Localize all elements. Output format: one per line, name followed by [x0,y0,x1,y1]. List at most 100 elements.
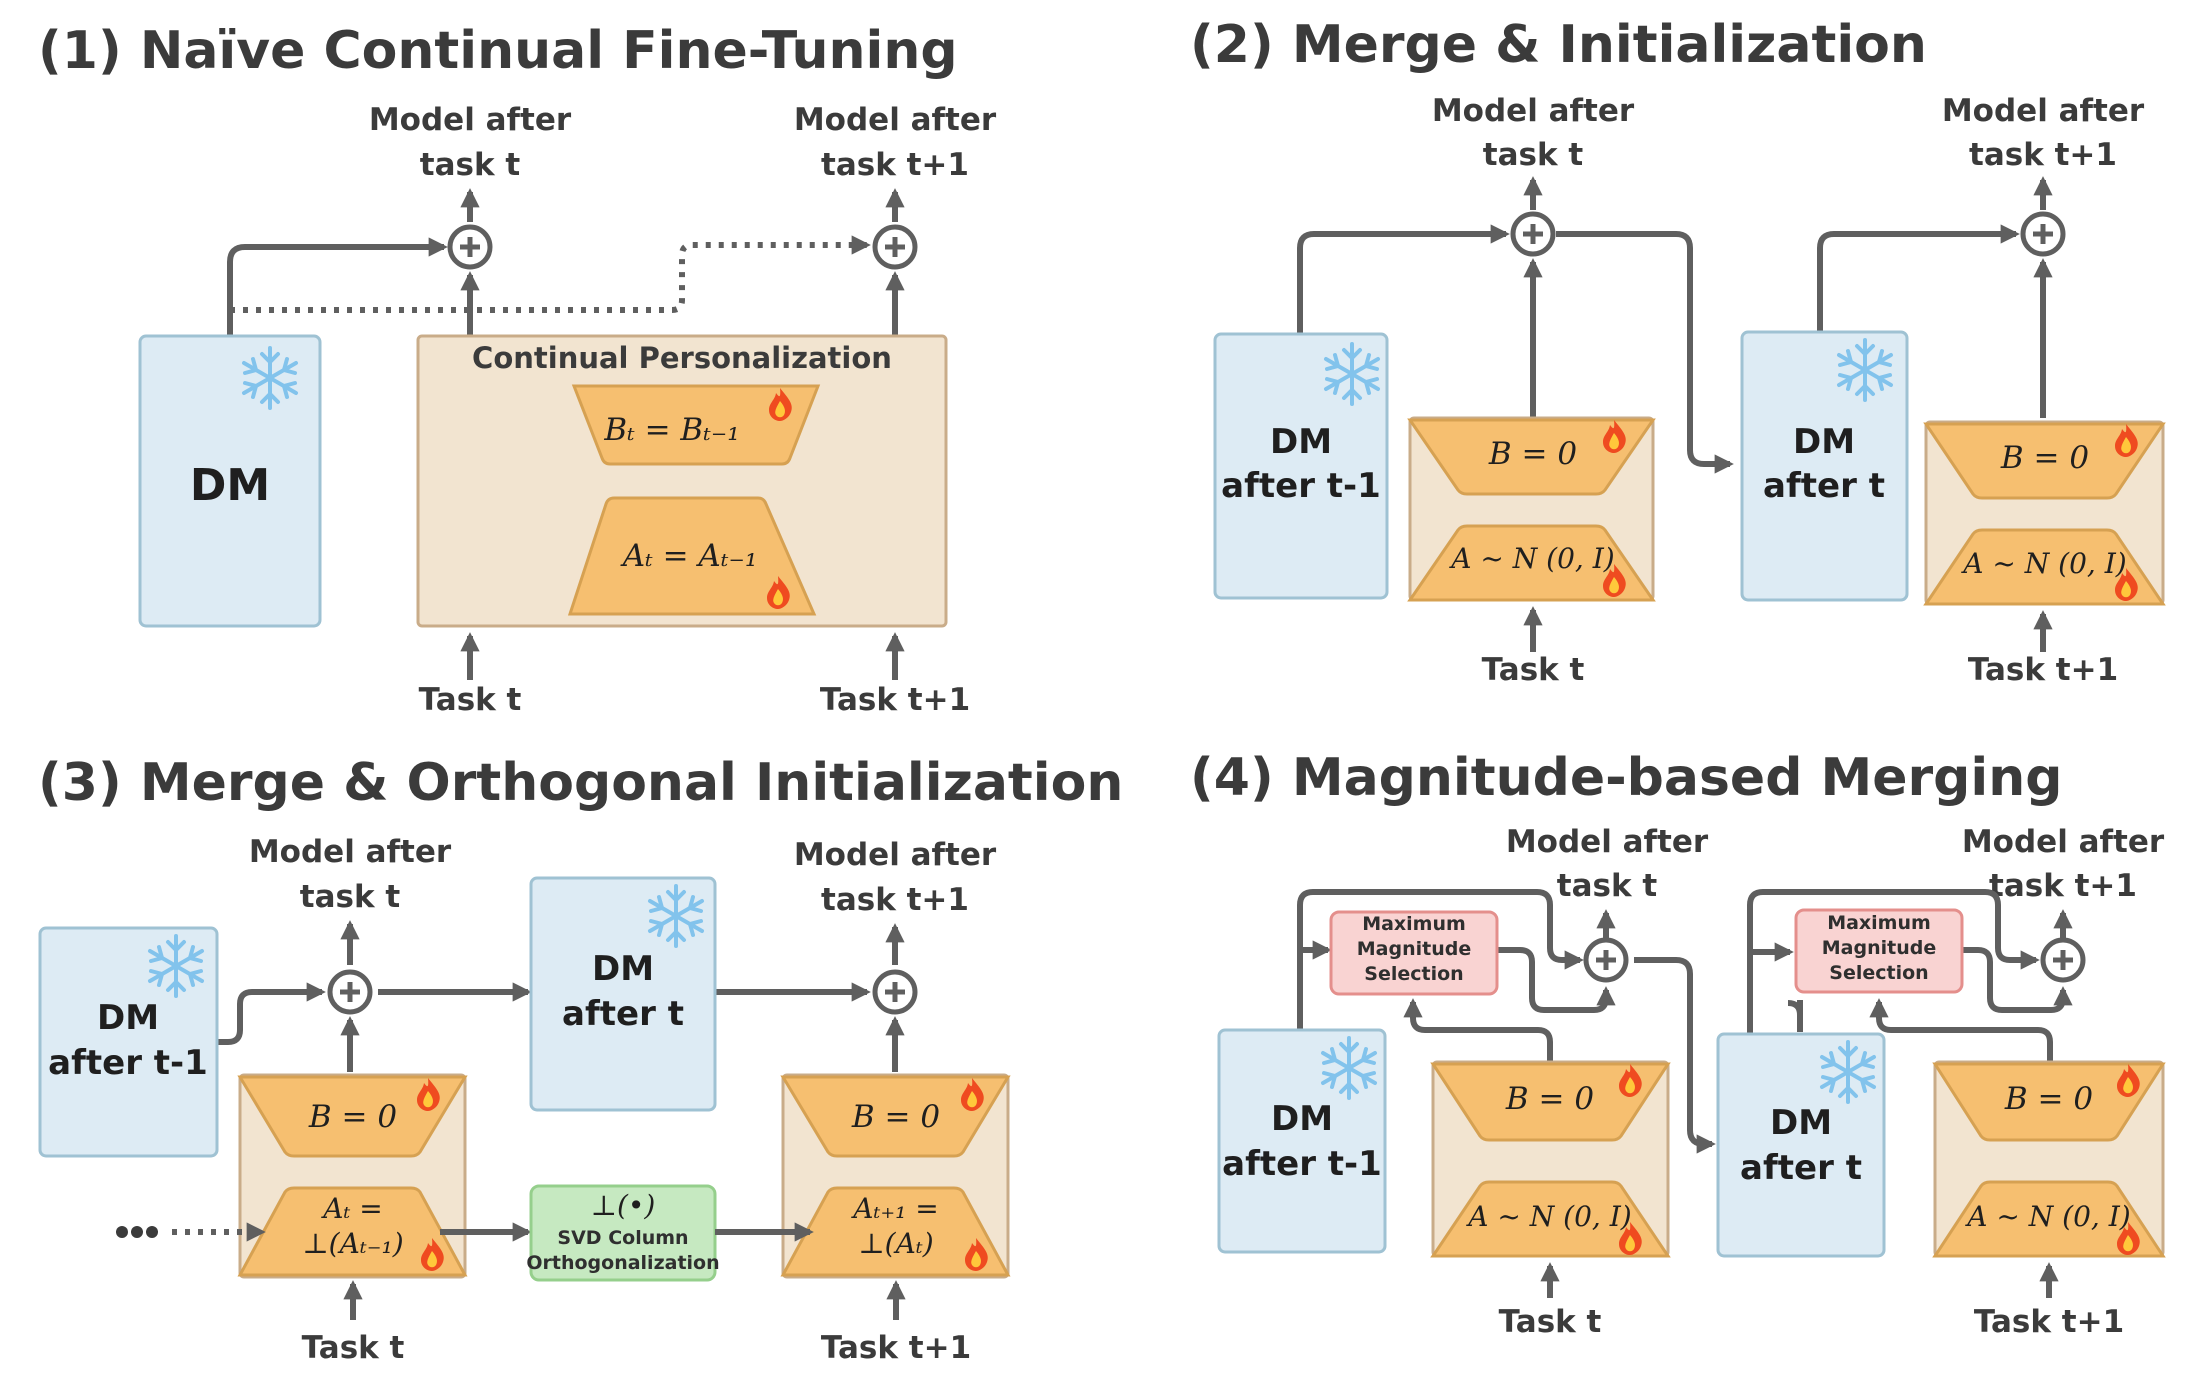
panel-1: (1) Naïve Continual Fine-Tuning Model af… [38,21,997,718]
p4-mms2-label-1: Maximum [1827,912,1931,934]
panel-2-title: (2) Merge & Initialization [1190,15,1927,75]
p2-lora-a-2 [1923,528,2166,606]
p3-svd-label-2: Orthogonalization [526,1252,719,1274]
p2-b-equation-2: B = 0 [2000,440,2089,476]
p2-dm1-label-2: after t-1 [1221,466,1381,506]
p1-b-equation: Bₜ = Bₜ₋₁ [603,412,739,448]
p3-lora-a-2 [780,1186,1011,1277]
p2-task-t: Task t [1482,652,1585,688]
p3-output-t1-label-1: Model after [794,837,997,873]
p3-task-t1: Task t+1 [821,1330,971,1366]
p3-a1-equation-line1: Aₜ = [320,1192,383,1225]
p3-output-t-label-1: Model after [249,834,452,870]
p1-output-t1-label-1: Model after [794,102,997,138]
p4-mms-box-1 [1329,910,1499,996]
panel-3-title: (3) Merge & Orthogonal Initialization [38,753,1123,813]
p4-b-equation-1: B = 0 [1505,1081,1594,1117]
p4-mms1-label-3: Selection [1364,963,1463,985]
plus-circle-icon [2043,940,2083,980]
p1-continual-personalization-box [416,334,948,628]
p4-mms2-label-2: Magnitude [1822,937,1936,959]
p3-b-equation-1: B = 0 [308,1099,397,1135]
p4-dm-t-1-box [1217,1028,1387,1254]
p3-dm2-label-1: DM [592,949,654,989]
p1-a-equation: Aₜ = Aₜ₋₁ [620,538,758,574]
p2-lora-a-1 [1407,524,1656,602]
p4-output-t1-label-1: Model after [1962,824,2165,860]
plus-circle-icon [875,227,915,267]
p1-task-t1: Task t+1 [820,682,970,718]
p3-output-t1-label-2: task t+1 [821,882,969,918]
p4-mms2-label-3: Selection [1829,962,1928,984]
p4-output-t-label-2: task t [1557,868,1658,904]
p2-output-t-label-2: task t [1483,137,1584,173]
p2-lora-b-1 [1407,418,1656,496]
p1-output-t-label-2: task t [420,147,521,183]
p1-output-t1-label-2: task t+1 [821,147,969,183]
p2-dm2-label-1: DM [1793,422,1855,462]
p3-lora-b-2 [780,1075,1011,1158]
p3-lora-b-1 [237,1075,468,1158]
plus-circle-icon [450,227,490,267]
p4-mms-box-2 [1794,908,1964,994]
plus-circle-icon [2023,214,2063,254]
p2-task-t1: Task t+1 [1968,652,2118,688]
p2-b-equation-1: B = 0 [1488,436,1577,472]
p3-output-t-label-2: task t [300,879,401,915]
p1-cp-title: Continual Personalization [472,341,892,375]
p2-output-t1-label-1: Model after [1942,93,2145,129]
p2-dm1-label-1: DM [1270,422,1332,462]
p1-lora-a [567,496,817,616]
p2-output-t-label-1: Model after [1432,93,1635,129]
p4-mms1-label-1: Maximum [1362,913,1466,935]
p4-lora-a-2 [1932,1180,2166,1258]
p1-dm-box [138,334,322,628]
p4-lora-b-1 [1430,1062,1671,1142]
p3-dm-t-1-box [38,926,219,1158]
p3-svd-symbol: ⊥(•) [591,1189,656,1222]
panel-4-title: (4) Magnitude-based Merging [1190,748,2062,808]
p3-a2-equation-line1: Aₜ₊₁ = [850,1192,939,1225]
p2-output-t1-label-2: task t+1 [1969,137,2117,173]
p4-task-t: Task t [1499,1304,1602,1340]
p2-dm-t-1-box [1213,332,1389,600]
p4-mms1-label-2: Magnitude [1357,938,1471,960]
p3-a1-equation-line2: ⊥(Aₜ₋₁) [302,1227,403,1260]
panel-1-title: (1) Naïve Continual Fine-Tuning [38,21,958,81]
p4-dm1-label-2: after t-1 [1222,1144,1382,1184]
p3-b-equation-2: B = 0 [851,1099,940,1135]
plus-circle-icon [1586,940,1626,980]
panel-2: (2) Merge & Initialization Model after t… [1190,15,2166,688]
p2-a-equation-2: A ~ N (0, I) [1960,547,2126,580]
p4-output-t1-label-2: task t+1 [1989,868,2137,904]
plus-circle-icon [1513,214,1553,254]
p2-lora-b-2 [1923,422,2166,500]
p4-dm2-label-2: after t [1740,1148,1862,1188]
p3-a2-equation-line2: ⊥(Aₜ) [858,1227,933,1260]
panel-3: (3) Merge & Orthogonal Initialization Mo… [38,753,1123,1366]
p4-lora-b-2 [1932,1062,2166,1142]
p2-a-equation-1: A ~ N (0, I) [1448,542,1614,575]
p4-dm-t-box [1716,1032,1886,1258]
p3-lora-a-1 [237,1186,468,1277]
p4-output-t-label-1: Model after [1506,824,1709,860]
p4-dm2-label-1: DM [1770,1103,1832,1143]
panel-4: (4) Magnitude-based Merging Model after … [1190,748,2166,1340]
p3-dm1-label-1: DM [97,998,159,1038]
p4-b-equation-2: B = 0 [2004,1081,2093,1117]
plus-circle-icon [875,972,915,1012]
p4-task-t1: Task t+1 [1974,1304,2124,1340]
p2-dm2-label-2: after t [1763,466,1885,506]
p4-a-equation-2: A ~ N (0, I) [1964,1200,2130,1233]
plus-circle-icon [330,972,370,1012]
p3-task-t: Task t [302,1330,405,1366]
p4-a-equation-1: A ~ N (0, I) [1465,1200,1631,1233]
p4-dm1-label-1: DM [1271,1099,1333,1139]
p1-output-t-label-1: Model after [369,102,572,138]
p4-lora-a-1 [1430,1180,1671,1258]
p1-task-t: Task t [419,682,522,718]
p3-dm1-label-2: after t-1 [48,1043,208,1083]
p1-dm-label: DM [190,460,270,511]
p3-svd-label-1: SVD Column [557,1227,688,1249]
